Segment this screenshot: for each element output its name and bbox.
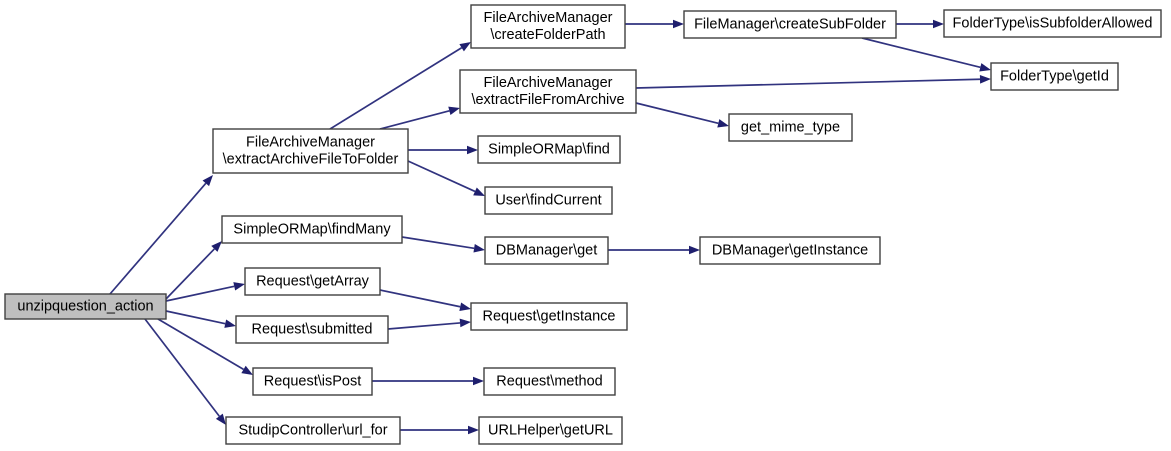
node-box-isSubfolderAllowed[interactable]	[943, 9, 1162, 38]
node-User_findCurrent[interactable]: User\findCurrentUser\findCurrent	[484, 186, 613, 215]
node-box-Request_method[interactable]	[483, 367, 616, 396]
node-isSubfolderAllowed[interactable]: FolderType\isSubfolderAllowedFolderType\…	[943, 9, 1162, 38]
edge-unzipquestion_action-to-Request_getArray	[165, 282, 245, 302]
node-Request_method[interactable]: Request\methodRequest\method	[483, 367, 616, 396]
edge-unzipquestion_action-to-Request_submitted	[165, 310, 236, 328]
node-SimpleORMap_findMany[interactable]: SimpleORMap\findManySimpleORMap\findMany	[221, 215, 403, 244]
edge-DBManager_get-to-DBManager_getInstance	[608, 245, 700, 255]
edge-extractArchiveFileToFolder-to-SimpleORMap_find	[408, 145, 478, 155]
node-box-createSubFolder[interactable]	[683, 10, 897, 39]
edge-unzipquestion_action-to-Request_isPost	[157, 318, 253, 375]
node-box-getId[interactable]	[990, 62, 1119, 91]
edges-layer	[109, 19, 991, 435]
node-unzipquestion_action[interactable]: unzipquestion_actionunzipquestion_action	[4, 293, 167, 320]
node-box-unzipquestion_action[interactable]	[4, 293, 167, 320]
node-box-SimpleORMap_find[interactable]	[477, 135, 621, 164]
edge-extractArchiveFileToFolder-to-User_findCurrent	[407, 160, 485, 196]
edge-extractArchiveFileToFolder-to-createFolderPath	[329, 42, 471, 130]
node-box-DBManager_get[interactable]	[484, 236, 609, 265]
nodes-layer: unzipquestion_actionunzipquestion_action…	[4, 4, 1162, 445]
node-get_mime_type[interactable]: get_mime_typeget_mime_type	[728, 113, 853, 142]
node-createSubFolder[interactable]: FileManager\createSubFolderFileManager\c…	[683, 10, 897, 39]
node-box-Request_getInstance[interactable]	[470, 302, 628, 331]
node-box-StudipController_url_for[interactable]	[225, 416, 401, 445]
edge-createFolderPath-to-createSubFolder	[625, 19, 684, 29]
edge-Request_getArray-to-Request_getInstance	[379, 289, 471, 311]
node-extractArchiveFileToFolder[interactable]: FileArchiveManager\extractArchiveFileToF…	[212, 128, 409, 174]
node-StudipController_url_for[interactable]: StudipController\url_forStudipController…	[225, 416, 401, 445]
node-DBManager_getInstance[interactable]: DBManager\getInstanceDBManager\getInstan…	[699, 236, 881, 265]
node-box-get_mime_type[interactable]	[728, 113, 853, 142]
node-box-DBManager_getInstance[interactable]	[699, 236, 881, 265]
node-box-createFolderPath[interactable]	[470, 4, 626, 49]
node-box-Request_submitted[interactable]	[235, 315, 389, 344]
edge-createSubFolder-to-isSubfolderAllowed	[896, 19, 944, 29]
edge-extractFileFromArchive-to-getId	[635, 74, 991, 89]
edge-createSubFolder-to-getId	[861, 37, 991, 72]
edge-unzipquestion_action-to-extractArchiveFileToFolder	[109, 175, 213, 295]
edge-unzipquestion_action-to-SimpleORMap_findMany	[165, 241, 222, 300]
node-box-Request_getArray[interactable]	[244, 267, 381, 296]
node-box-URLHelper_getURL[interactable]	[478, 416, 623, 445]
edge-StudipController_url_for-to-URLHelper_getURL	[400, 425, 479, 435]
node-box-User_findCurrent[interactable]	[484, 186, 613, 215]
edge-extractFileFromArchive-to-get_mime_type	[635, 102, 729, 128]
edge-unzipquestion_action-to-StudipController_url_for	[144, 318, 226, 425]
node-getId[interactable]: FolderType\getIdFolderType\getId	[990, 62, 1119, 91]
node-SimpleORMap_find[interactable]: SimpleORMap\findSimpleORMap\find	[477, 135, 621, 164]
edge-Request_submitted-to-Request_getInstance	[387, 318, 471, 330]
edge-Request_isPost-to-Request_method	[372, 376, 484, 386]
node-createFolderPath[interactable]: FileArchiveManager\createFolderPathFileA…	[470, 4, 626, 49]
edge-extractArchiveFileToFolder-to-extractFileFromArchive	[379, 106, 460, 130]
node-extractFileFromArchive[interactable]: FileArchiveManager\extractFileFromArchiv…	[459, 69, 637, 114]
node-box-extractFileFromArchive[interactable]	[459, 69, 637, 114]
node-box-Request_isPost[interactable]	[252, 367, 373, 396]
node-box-SimpleORMap_findMany[interactable]	[221, 215, 403, 244]
node-URLHelper_getURL[interactable]: URLHelper\getURLURLHelper\getURL	[478, 416, 623, 445]
edge-SimpleORMap_findMany-to-DBManager_get	[401, 236, 485, 253]
node-box-extractArchiveFileToFolder[interactable]	[212, 128, 409, 174]
